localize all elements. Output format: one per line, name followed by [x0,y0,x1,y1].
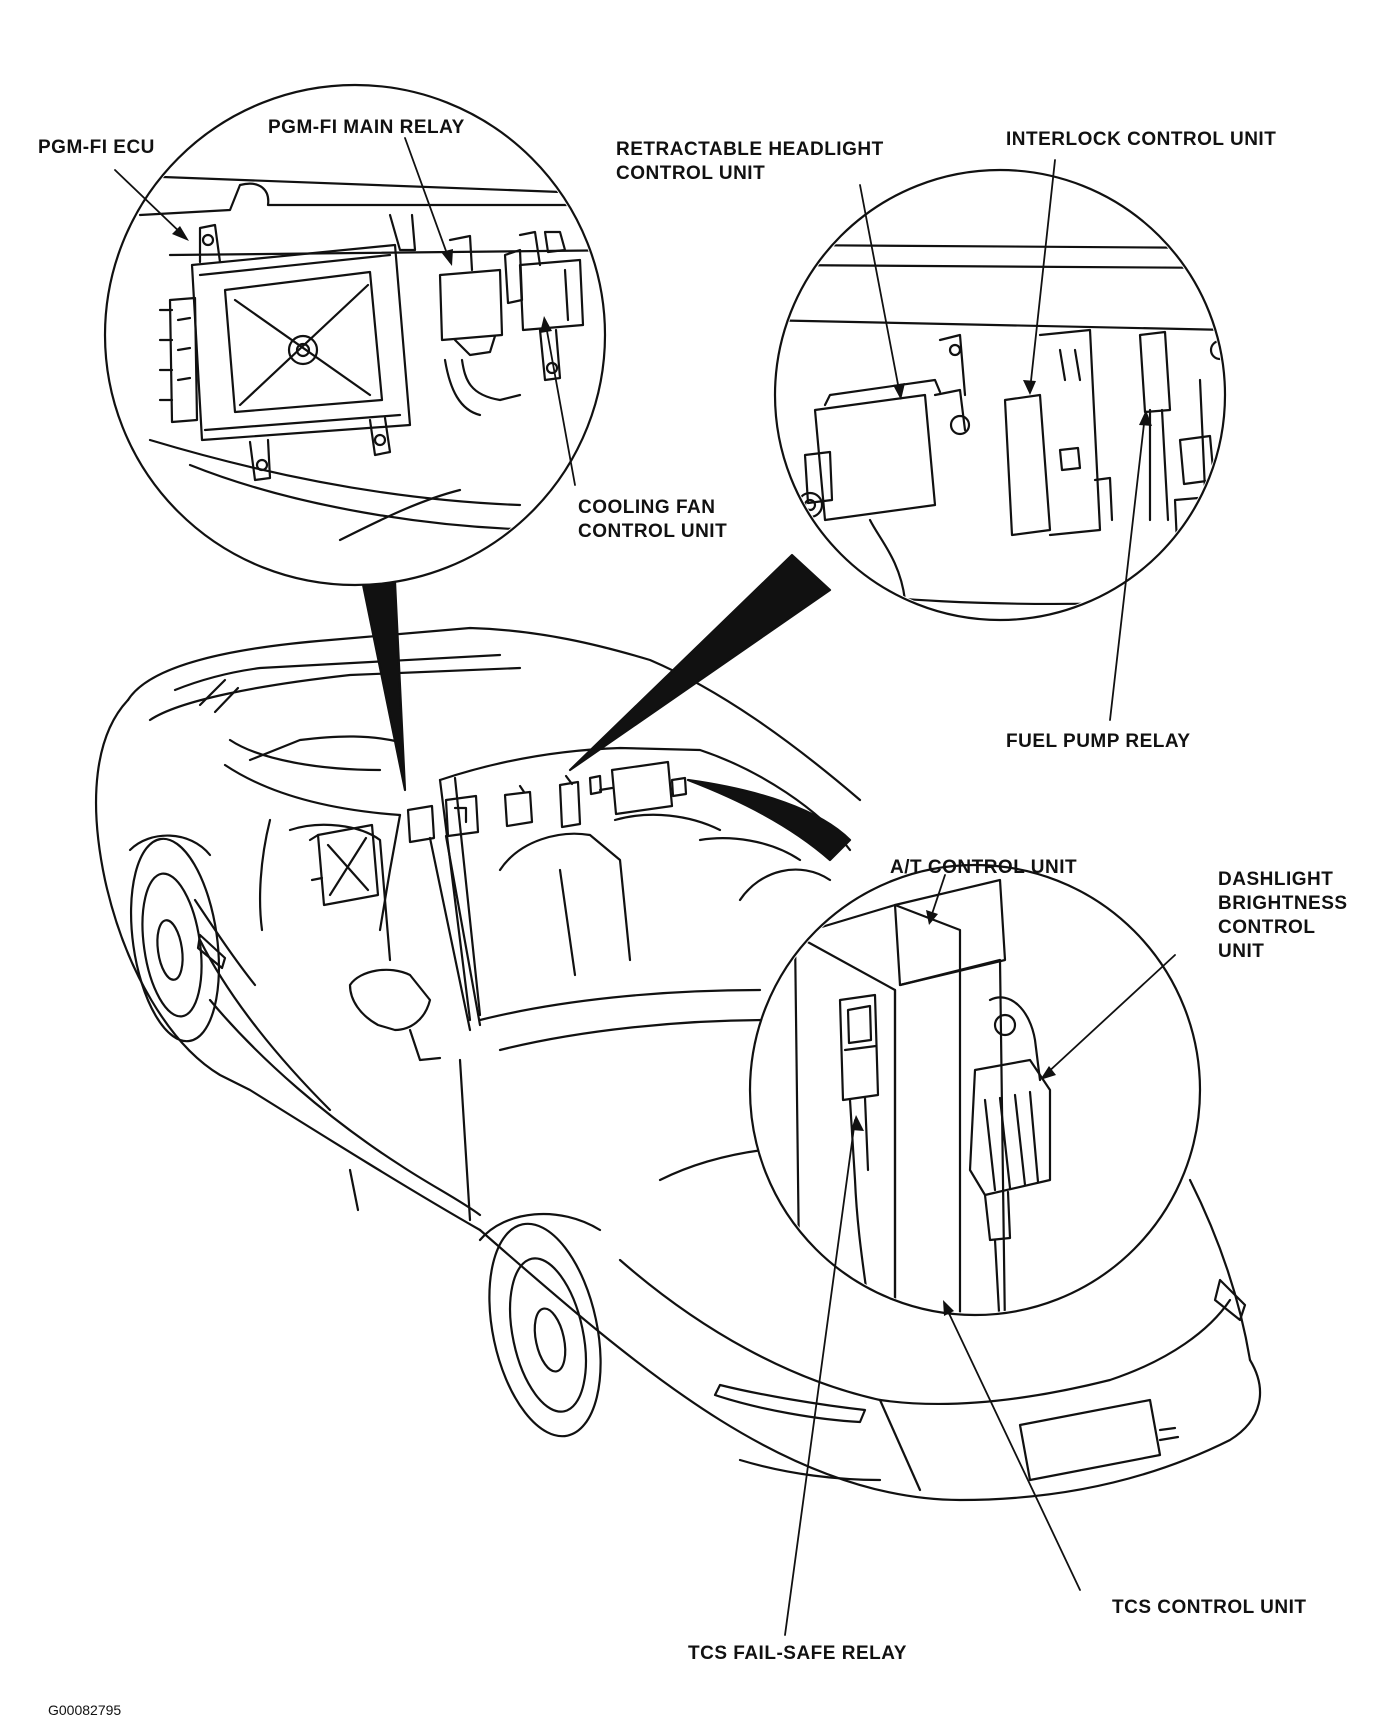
label-interlock-control-unit: INTERLOCK CONTROL UNIT [1006,129,1277,150]
label-pgm-fi-ecu: PGM-FI ECU [38,137,155,158]
figure-code: G00082795 [48,1702,122,1718]
front-wheel [472,1214,619,1447]
interlock-control-unit-part [1005,330,1112,535]
rear-wheel [119,833,231,1047]
label-dashlight-line2: BRIGHTNESS [1218,893,1348,914]
car-illustration [96,628,1260,1500]
label-tcs-control-unit: TCS CONTROL UNIT [1112,1597,1307,1618]
leader-lines [115,138,1175,1635]
label-retractable-headlight-line1: RETRACTABLE HEADLIGHT [616,139,884,160]
pgm-fi-ecu-unit [160,225,410,480]
callout-circle-pgm-fi [105,85,640,585]
cooling-fan-control-unit [505,232,583,380]
label-cooling-fan-line2: CONTROL UNIT [578,521,728,542]
pgm-fi-main-relay-unit [440,236,520,415]
label-retractable-headlight-line2: CONTROL UNIT [616,163,766,184]
label-dashlight-line4: UNIT [1218,941,1265,962]
label-fuel-pump-relay: FUEL PUMP RELAY [1006,731,1191,752]
at-control-unit-part [895,880,1005,985]
callout-circle-at-tcs [750,865,1200,1340]
leader-arrowheads [172,226,1152,1316]
label-at-control-unit: A/T CONTROL UNIT [890,857,1078,878]
label-pgm-fi-main-relay: PGM-FI MAIN RELAY [268,117,465,138]
label-dashlight-line1: DASHLIGHT [1218,869,1334,890]
tcs-fail-safe-relay-part [840,995,878,1330]
retractable-headlight-control-unit-part [798,335,969,600]
label-dashlight-line3: CONTROL [1218,917,1316,938]
ecu-module-small [310,825,378,905]
label-tcs-fail-safe-relay: TCS FAIL-SAFE RELAY [688,1643,907,1664]
label-cooling-fan-line1: COOLING FAN [578,497,716,518]
callout-circle-interlock [760,170,1230,631]
callout-pointers [360,555,850,860]
dashlight-brightness-control-unit-part [970,997,1050,1330]
